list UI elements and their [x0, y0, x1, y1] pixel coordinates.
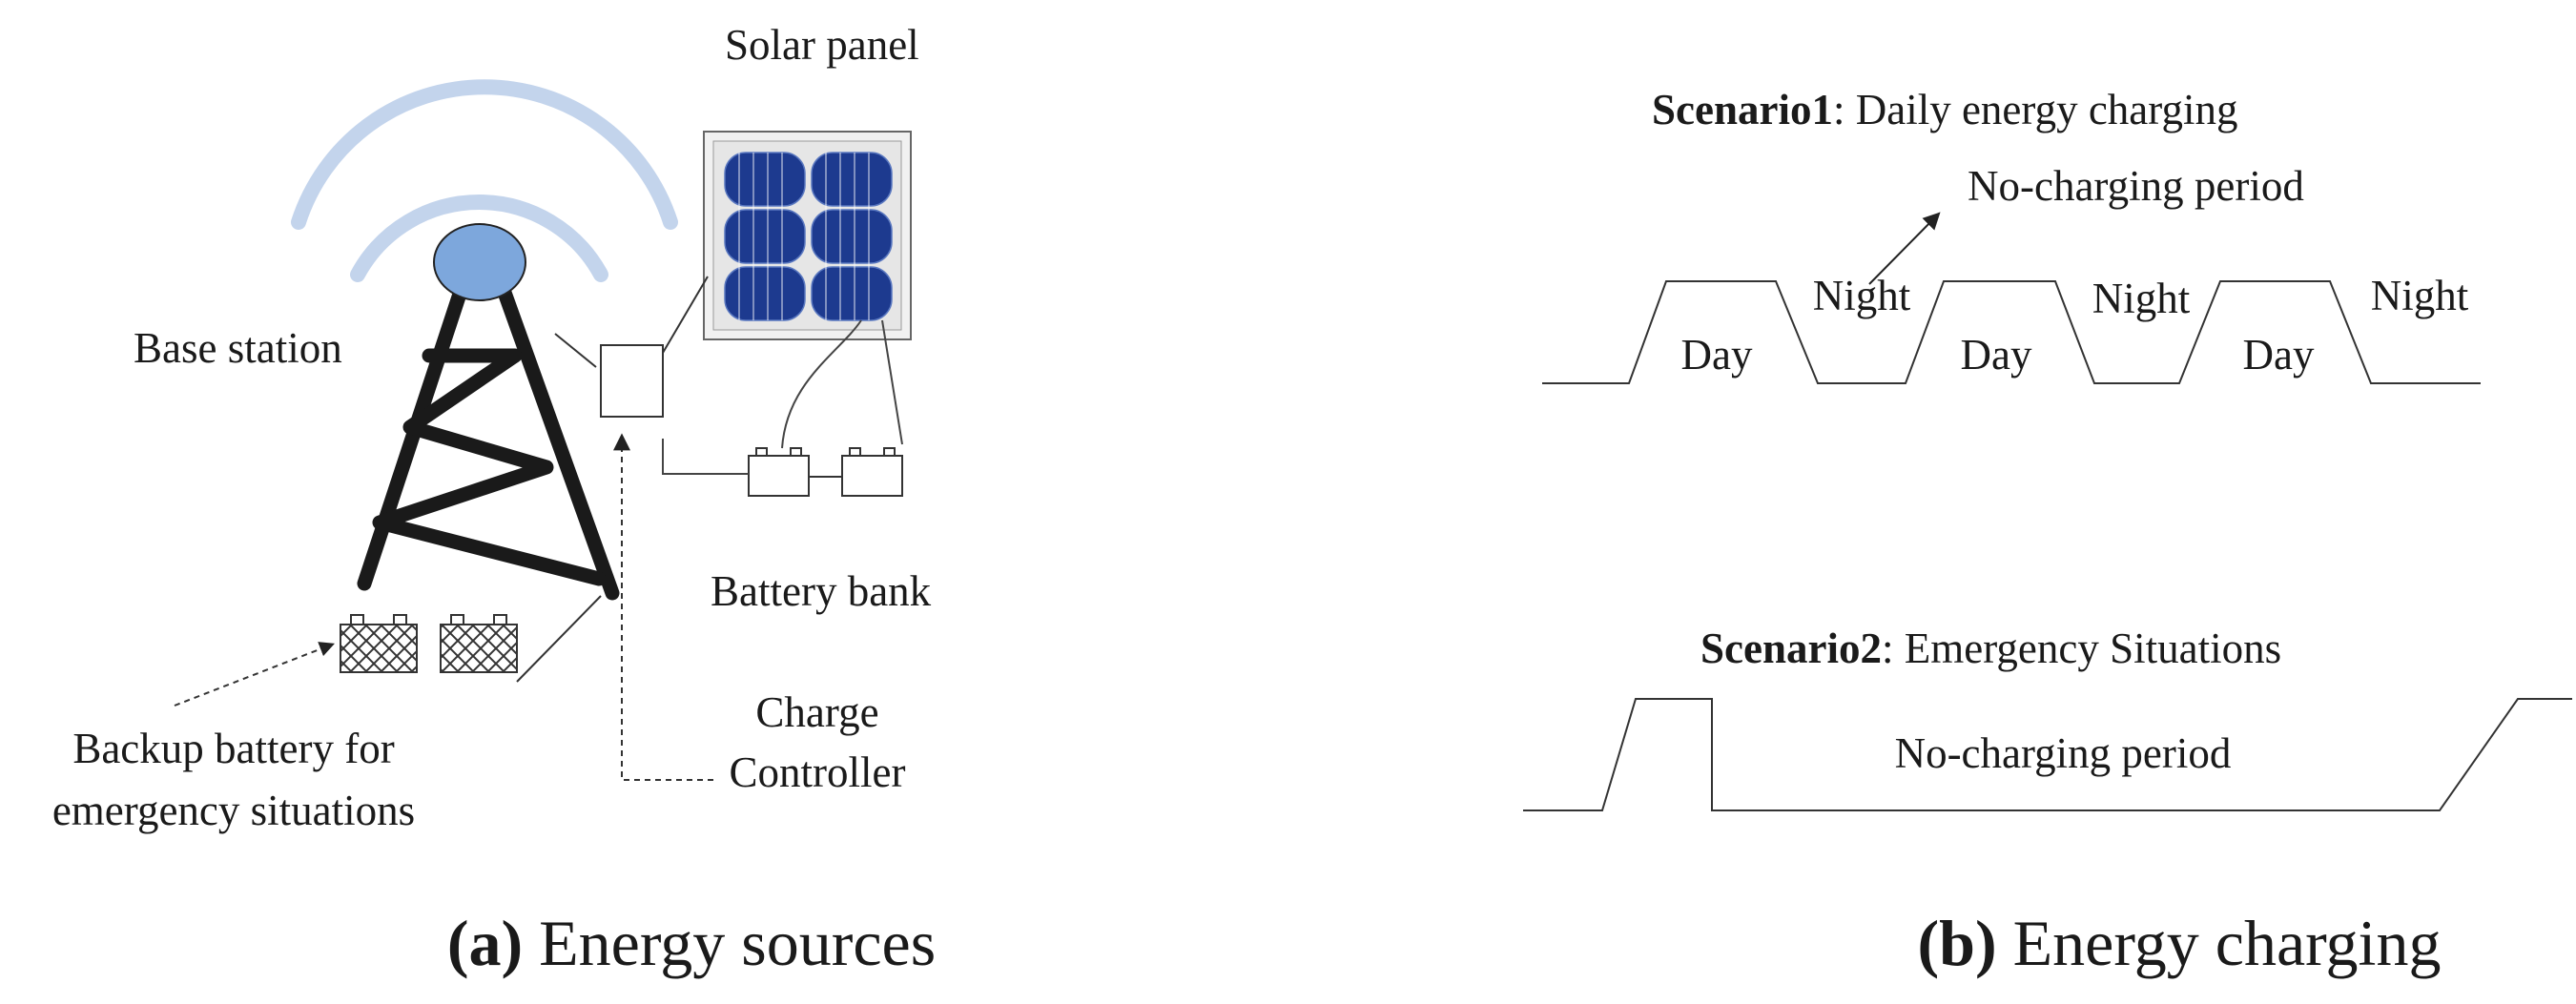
solar-panel-icon: [703, 131, 912, 340]
scenario2-desc: : Emergency Situations: [1882, 625, 2281, 672]
caption-b-text: Energy charging: [2013, 907, 2442, 979]
antenna-waves-icon: [291, 79, 678, 282]
scenario2-title: Scenario2: Emergency Situations: [1700, 625, 2281, 672]
controller-to-panel-link: [662, 276, 709, 354]
scenario1-name: Scenario1: [1652, 86, 1833, 133]
scenario1-annotation: No-charging period: [1968, 162, 2304, 210]
backup-battery-label-line1: Backup battery for: [72, 725, 394, 772]
scenario1-charging-waveform: [1542, 280, 2481, 384]
inner-wave: [350, 195, 608, 282]
antenna-dish-icon: [433, 223, 526, 301]
tower-to-controller-link: [554, 333, 597, 368]
base-station-tower-icon: [357, 269, 620, 601]
day-label-3: Day: [2243, 331, 2315, 379]
controller-arrow: [613, 433, 713, 781]
night-label-1: Night: [1813, 272, 1911, 319]
scenario1-annotation-arrow: [1868, 212, 1941, 285]
scenario2-charging-waveform: [1523, 698, 2572, 811]
night-label-3: Night: [2371, 272, 2469, 319]
battery-bank-label: Battery bank: [711, 567, 932, 615]
day-label-2: Day: [1961, 331, 2032, 379]
caption-a-text: Energy sources: [539, 907, 936, 979]
battery-bank-icon: [748, 447, 903, 497]
battery-bank-wiring: [662, 319, 903, 475]
scenario2-period-label: No-charging period: [1895, 729, 2232, 777]
scenario1-title: Scenario1: Daily energy charging: [1652, 86, 2237, 133]
charge-controller-box: [600, 344, 664, 418]
scenario2-name: Scenario2: [1700, 625, 1882, 672]
caption-a: (a) Energy sources: [447, 907, 936, 979]
backup-battery-label-line2: emergency situations: [52, 787, 415, 834]
backup-battery-arrow: [174, 642, 335, 707]
base-station-label: Base station: [134, 324, 342, 372]
night-label-2: Night: [2092, 275, 2191, 322]
caption-b-tag: (b): [1918, 907, 1997, 979]
scenario1-desc: : Daily energy charging: [1833, 86, 2237, 133]
outer-wave: [291, 79, 678, 230]
controller-label: Controller: [730, 748, 906, 796]
panel-a-energy-sources: Base station Backup battery for emergenc…: [52, 21, 936, 979]
charge-label: Charge: [755, 688, 878, 736]
caption-b: (b) Energy charging: [1918, 907, 2442, 979]
day-label-1: Day: [1681, 331, 1753, 379]
backup-battery-link: [516, 595, 602, 683]
panel-b-energy-charging: Scenario1: Daily energy charging No-char…: [1523, 86, 2572, 979]
backup-battery-icon: [340, 614, 518, 673]
caption-a-tag: (a): [447, 907, 523, 979]
solar-panel-label: Solar panel: [725, 21, 919, 69]
